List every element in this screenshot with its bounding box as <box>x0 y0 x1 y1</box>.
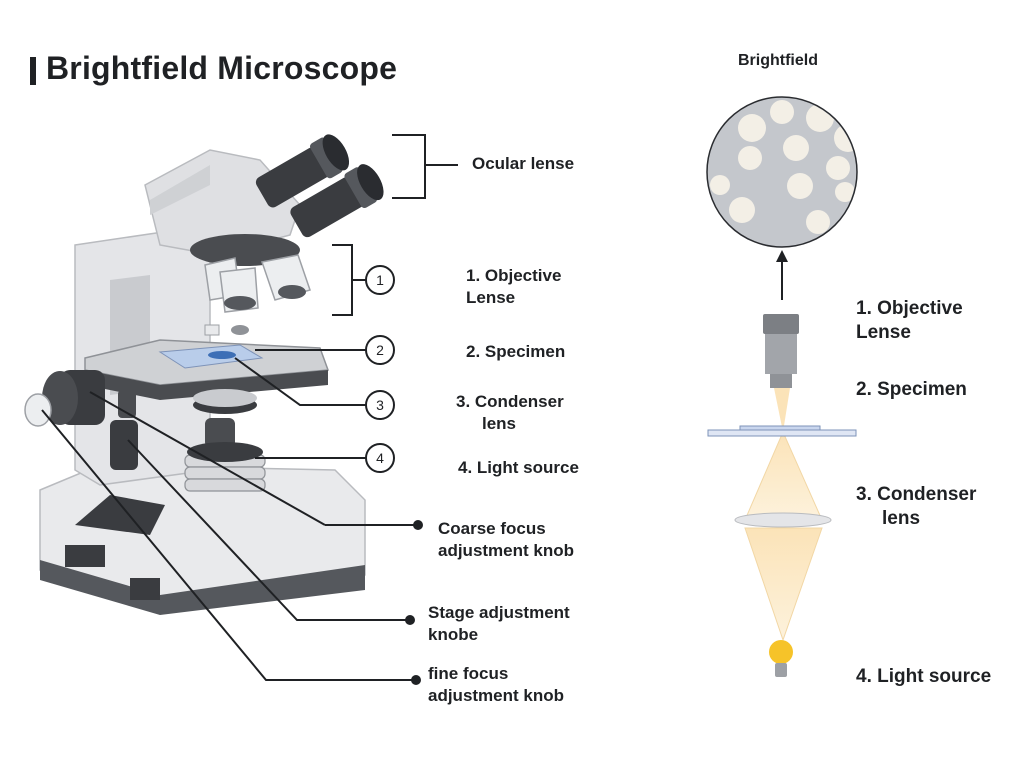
marker-2: 2 <box>376 342 384 358</box>
label-stage-line1: Stage adjustment <box>428 603 570 622</box>
field-of-view <box>706 96 858 248</box>
optical-path <box>707 250 857 677</box>
bf-label-condenser-line2: lens <box>882 508 921 529</box>
bf-label-condenser-line1: 3. Condenser <box>856 484 977 505</box>
label-fine-line2: adjustment knob <box>428 686 565 705</box>
marker-4: 4 <box>376 450 384 466</box>
marker-1: 1 <box>376 272 384 288</box>
label-stage-line2: knobe <box>428 625 479 644</box>
label-coarse-line1: Coarse focus <box>438 519 546 538</box>
microscope-illustration <box>24 134 384 615</box>
leader-dots <box>405 520 423 685</box>
marker-circles <box>365 265 395 473</box>
bf-label-objective-line2: Lense <box>856 322 911 343</box>
bf-label-specimen: 2. Specimen <box>856 379 967 400</box>
label-fine-line1: fine focus <box>428 664 509 683</box>
label-condenser-line1: 3. Condenser <box>456 392 564 411</box>
bf-label-light-source: 4. Light source <box>856 666 992 687</box>
marker-3: 3 <box>376 397 384 413</box>
label-condenser-line2: lens <box>482 414 517 433</box>
leader-lines <box>41 134 458 681</box>
label-objective-line2: Lense <box>466 288 516 307</box>
brightfield-title: Brightfield <box>738 52 818 69</box>
page-title: Brightfield Microscope <box>46 50 398 86</box>
label-objective-line1: 1. Objective <box>466 266 562 285</box>
bf-label-objective-line1: 1. Objective <box>856 298 963 319</box>
title-accent-bar <box>30 57 36 85</box>
label-coarse-line2: adjustment knob <box>438 541 575 560</box>
label-specimen: 2. Specimen <box>466 342 566 361</box>
label-light-source: 4. Light source <box>458 458 579 477</box>
label-ocular-lense: Ocular lense <box>472 154 575 173</box>
